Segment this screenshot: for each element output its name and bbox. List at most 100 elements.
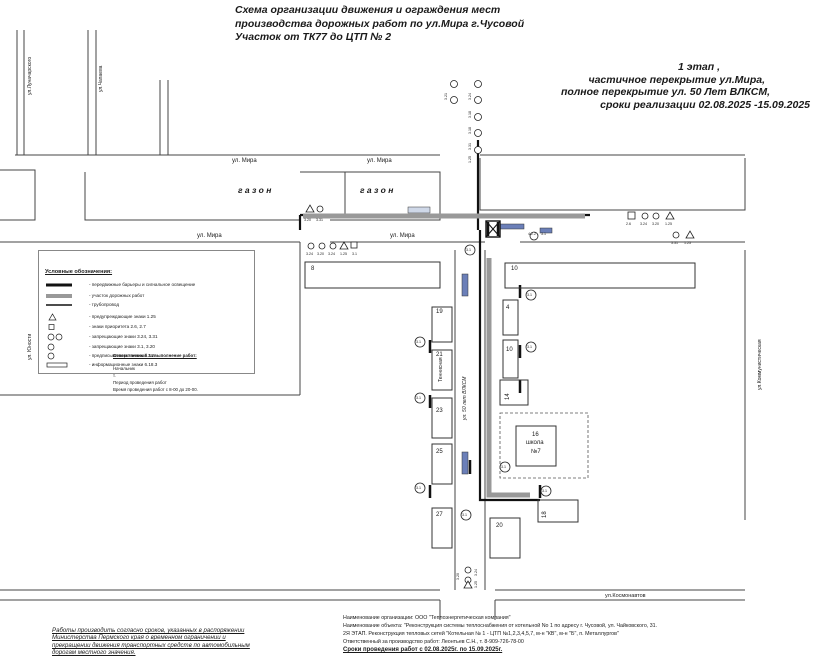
lawn-label-left: г а з о н [238, 185, 272, 195]
note-line: Министерства Пермского края о временном … [52, 634, 226, 642]
org-line: Ответственный за производство работ: Лео… [343, 639, 524, 645]
legend-item-prohibit-1: - запрещающие знаки 3.24, 3.31 [45, 333, 245, 341]
pipeline-symbol-icon [46, 304, 72, 306]
street-label-vlksm: ул. 50 лет ВЛКСМ [462, 376, 468, 420]
street-label-kommunisticheskaya: ул.Коммунистическая [757, 339, 763, 390]
stage-line-2: частичное перекрытие ул.Мира, [588, 73, 765, 86]
mobile-barriers [407, 206, 553, 475]
sign-label: 3.20 [652, 222, 659, 226]
work-area-symbol-icon [46, 294, 72, 298]
mandatory-circle-icon [47, 352, 55, 360]
school-number: №7 [531, 449, 541, 455]
lawn-label-right: г а з о н [360, 185, 394, 195]
title-line-2: производства дорожных работ по ул.Мира г… [235, 17, 525, 30]
note-line: дорогам местного значения. [52, 649, 136, 657]
street-label-mira-top-1: ул. Мира [232, 158, 257, 164]
sign-label: 3.18 [468, 111, 472, 118]
barrier-bars [428, 222, 542, 498]
note-line: прекращении движения транспортных средст… [52, 641, 250, 649]
detour-sign-label: 3.1 [527, 345, 532, 349]
sign-label: 3.24 [468, 93, 472, 100]
sign-label: 2.6 [626, 222, 631, 226]
stage-description: 1 этап , частичное перекрытие ул.Мира, п… [505, 61, 810, 111]
org-line: Наименование объекта: "Реконструкция сис… [343, 623, 658, 629]
prohibit-circle-icon [47, 343, 55, 351]
detour-sign-label: 3.1 [542, 489, 547, 493]
sign-label: 3.20 [317, 252, 324, 256]
road-signs [305, 80, 695, 589]
responsible-line: т. [113, 373, 116, 378]
legend-item-warning: - предупреждающие знаки 1.25 [45, 313, 245, 321]
legend-item-prohibit-2: - запрещающие знаки 3.1, 3.20 [45, 343, 245, 351]
sign-label: 3.20 [304, 218, 311, 222]
sign-label: 3.24 [474, 569, 478, 576]
sign-label: 3.24 [640, 222, 647, 226]
sign-label: 1.25 [474, 581, 478, 588]
building-number: 8 [311, 266, 315, 272]
sign-label: 3.24 [306, 252, 313, 256]
legend: Условные обозначения: - передвижные барь… [38, 250, 255, 374]
sign-label: 3.31 [316, 218, 323, 222]
sign-label: 3.1 [541, 232, 546, 236]
street-label-mira-top-2: ул. Мира [367, 158, 392, 164]
legend-item-info: - информационные знаки 6.18.3 [45, 361, 245, 369]
title-line-3: Участок от ТК77 до ЦТП № 2 [235, 31, 392, 43]
street-label-chapaeva: ул.Чапаева [98, 65, 104, 92]
detour-sign-label: 3.1 [416, 396, 421, 400]
info-plate-icon [46, 362, 68, 368]
sign-label: 3.21 [444, 93, 448, 100]
street-lunacharskogo-edge [16, 30, 25, 156]
sign-label: 3.31 [468, 143, 472, 150]
sign-label: 3.1 [352, 252, 357, 256]
work-area [303, 213, 585, 498]
sign-label: 1.25 [340, 252, 347, 256]
sign-label: 3.20 [456, 573, 460, 580]
responsible-block: Ответственный за выполнение работ: Начал… [113, 352, 198, 393]
street-label-lunacharskogo: ул.Луначарского [27, 56, 33, 95]
responsible-line: Начальник [113, 366, 135, 371]
title-line-1: Схема организации движения и ограждения … [235, 4, 501, 16]
diagram-title: Схема организации движения и ограждения … [235, 4, 615, 45]
school-area [499, 412, 589, 479]
pipeline [298, 140, 590, 502]
note-block: Работы производить согласно сроков, указ… [52, 627, 277, 657]
street-label-mira-bottom-1: ул. Мира [197, 233, 222, 239]
org-line: 2Я ЭТАП. Реконструкция тепловых сетей "К… [343, 631, 619, 637]
detour-sign-label: 3.1 [416, 340, 421, 344]
sign-label: 3.18 [468, 127, 472, 134]
priority-square-icon [48, 324, 55, 330]
building-number: 14 [505, 393, 511, 400]
kosmonavtov-edges [0, 589, 745, 601]
legend-item-priority: - знаки приоритета 2.6, 2.7 [45, 323, 245, 331]
legend-title: Условные обозначения: [45, 269, 113, 275]
vlksm-edges [454, 250, 486, 590]
building-number: 19 [436, 309, 443, 315]
responsible-line: Время проведения работ с 8-00 до 20-00. [113, 387, 198, 392]
street-label-kosmonavtov: ул.Космонавтов [605, 593, 646, 599]
building-number: 21 [436, 352, 443, 358]
street-label-yunosti: ул. Юности [27, 333, 33, 360]
barrier-symbol-icon [46, 283, 72, 287]
responsible-heading: Ответственный за выполнение работ: [113, 353, 197, 358]
stage-line-3: полное перекрытие ул. 50 Лет ВЛКСМ, [560, 86, 770, 98]
street-label-tennis: Теннисная [438, 357, 444, 382]
sign-label: 3.24 [328, 252, 335, 256]
legend-item-mandatory: - предписывающие знаки 4.2.2 [45, 352, 245, 360]
organization-block: Наименование организации: ООО "Теплоэнер… [343, 614, 803, 654]
school-label: школа [526, 440, 544, 446]
detour-sign-label: 3.1 [527, 293, 532, 297]
sign-label: 3.31 [671, 241, 678, 245]
org-dates: Сроки проведения работ с 02.08.2025г. по… [343, 647, 503, 653]
note-line: Работы производить согласно сроков, указ… [52, 627, 245, 634]
building-number: 27 [436, 512, 443, 518]
sign-label: 1.25 [684, 241, 691, 245]
warning-triangle-icon [48, 313, 57, 321]
buildings [185, 261, 696, 559]
prohibit-circle-icon [47, 333, 63, 341]
street-chapaeva-edge [87, 30, 97, 155]
stage-line-1: 1 этап , [678, 61, 720, 73]
legend-item-pipeline: - трубопровод [45, 301, 245, 309]
street-label-mira-bottom-2: ул. Мира [390, 233, 415, 239]
building-number: 10 [506, 347, 513, 353]
